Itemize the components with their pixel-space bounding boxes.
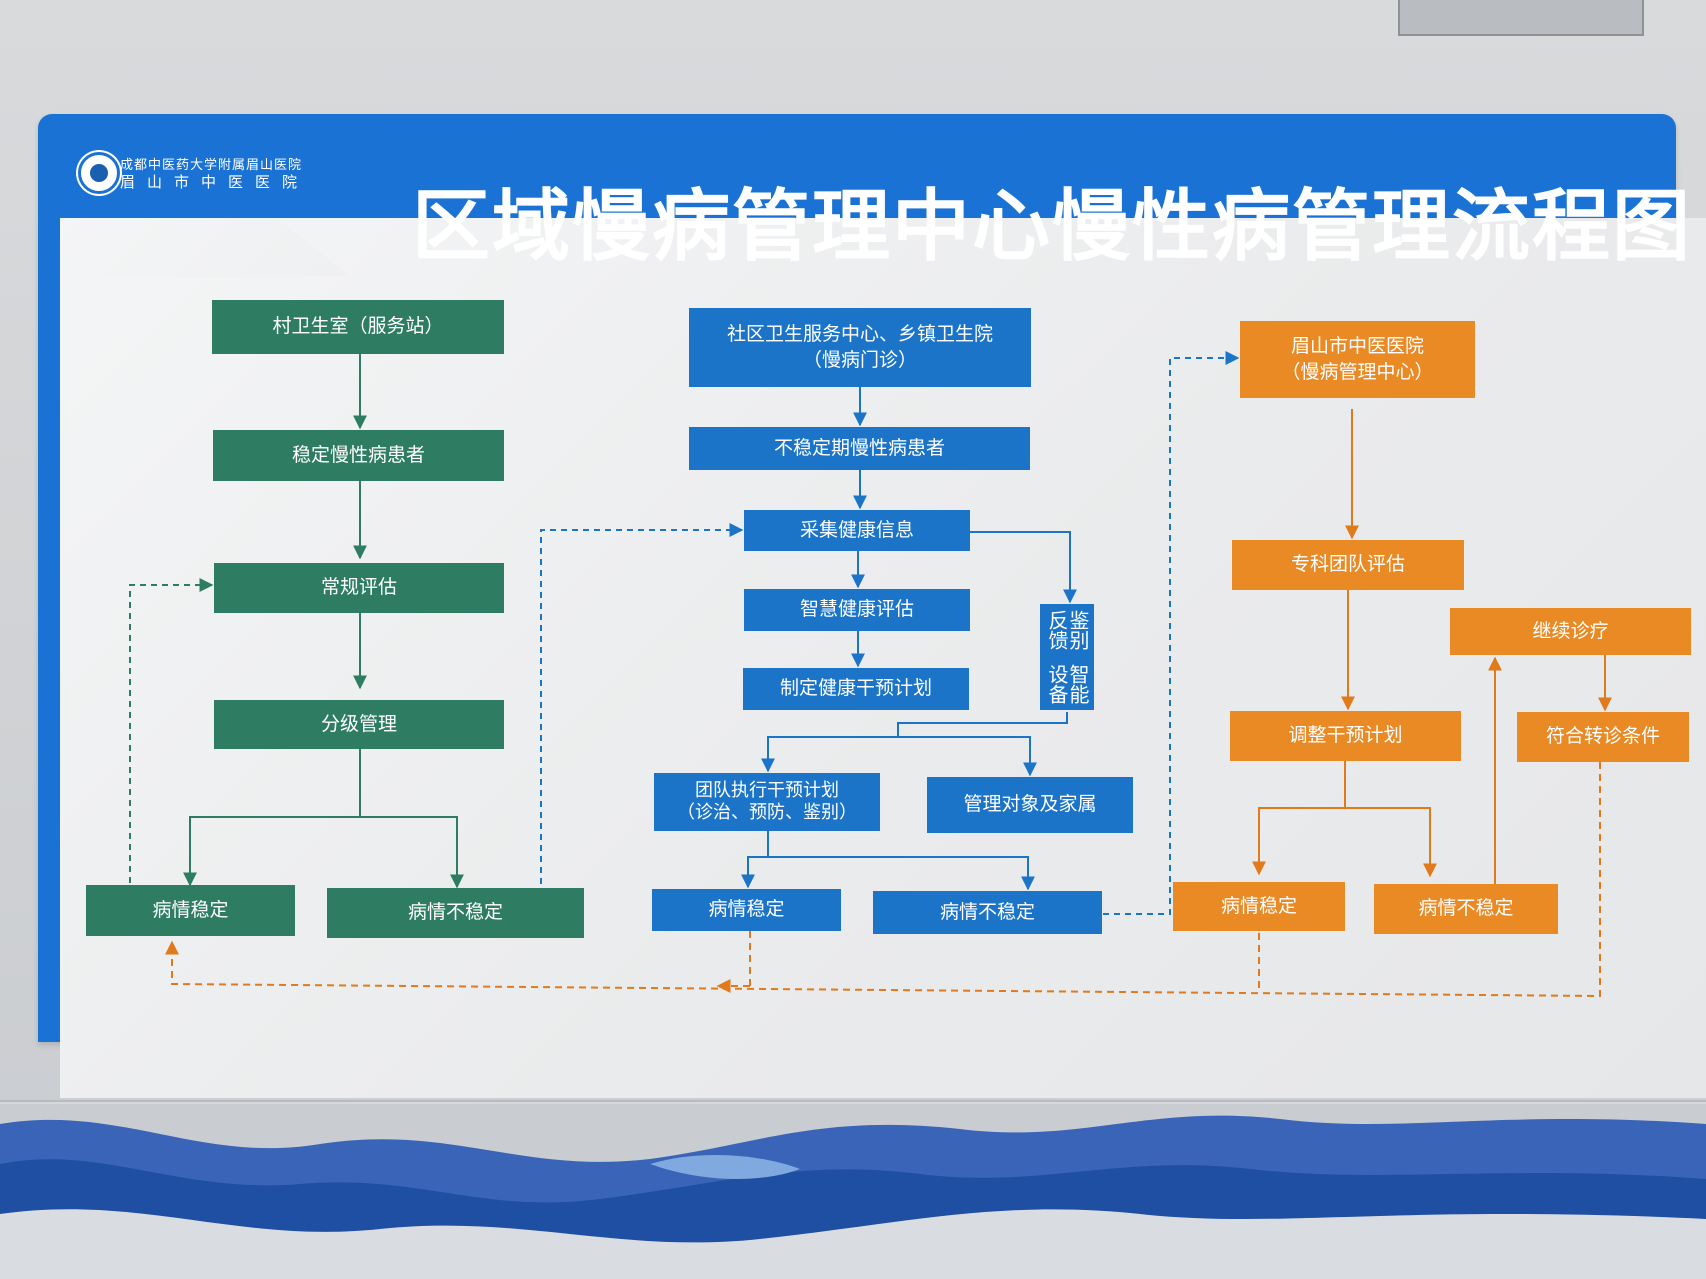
- village-unstable-node: 病情不稳定: [327, 888, 584, 938]
- hospital-continue-treatment-label: 继续诊疗: [1532, 619, 1609, 642]
- community-plan-node: 制定健康干预计划: [743, 668, 969, 710]
- hospital-referral-condition-label: 符合转诊条件: [1545, 725, 1660, 748]
- hospital-continue-treatment-node: 继续诊疗: [1450, 608, 1691, 655]
- community-unstable-patients-node: 不稳定期慢性病患者: [689, 427, 1030, 470]
- community-stable-node: 病情稳定: [652, 889, 841, 931]
- village-stable-label: 病情稳定: [152, 898, 229, 921]
- page-title: 区域慢病管理中心慢性病管理流程图: [412, 182, 1693, 272]
- village-station-node: 村卫生室（服务站）: [212, 300, 504, 354]
- community-collect-info-node: 采集健康信息: [744, 510, 970, 551]
- community-family-node: 管理对象及家属: [927, 777, 1133, 833]
- community-family-label: 管理对象及家属: [963, 793, 1097, 816]
- village-graded-management-label: 分级管理: [320, 712, 397, 735]
- logo-text-line2: 眉山市中医医院: [120, 173, 310, 191]
- wave-decoration: [0, 1104, 1706, 1279]
- arrow-plan-to-family: [898, 736, 1037, 777]
- community-smart-assessment-label: 智慧健康评估: [799, 598, 914, 621]
- hospital-node: 眉山市中医医院 （慢病管理中心）: [1240, 321, 1475, 398]
- village-stable-patients-label: 稳定慢性病患者: [291, 443, 425, 466]
- village-unstable-label: 病情不稳定: [407, 901, 503, 924]
- arrow-unstable-to-hospital: [1103, 351, 1240, 915]
- community-center-label-line2: （慢病门诊）: [802, 348, 917, 371]
- village-station-label: 村卫生室（服务站）: [272, 315, 444, 338]
- community-stable-label: 病情稳定: [708, 898, 785, 921]
- community-team-execute-line1: 团队执行干预计划: [695, 779, 839, 801]
- arrow-adjust-to-unstable: [1345, 807, 1437, 878]
- arrow-stable-back-to-routine: [129, 578, 214, 883]
- community-unstable-node: 病情不稳定: [873, 891, 1102, 934]
- community-team-execute-line2: （诊治、预防、鉴别）: [677, 802, 857, 823]
- village-stable-node: 病情稳定: [86, 885, 295, 936]
- village-graded-management-node: 分级管理: [214, 700, 504, 749]
- hospital-team-assessment-node: 专科团队评估: [1232, 540, 1464, 590]
- arrow-plan-to-team: [761, 712, 1068, 773]
- community-unstable-patients-label: 不稳定期慢性病患者: [773, 436, 945, 459]
- hospital-referral-condition-node: 符合转诊条件: [1517, 712, 1689, 762]
- arrow-graded-to-unstable: [360, 816, 464, 889]
- village-routine-assessment-node: 常规评估: [214, 563, 504, 613]
- community-collect-info-label: 采集健康信息: [799, 518, 914, 541]
- arrow-collect-to-device: [970, 531, 1077, 604]
- community-plan-label: 制定健康干预计划: [779, 677, 932, 700]
- hospital-stable-label: 病情稳定: [1220, 894, 1297, 917]
- arrow-village-unstable-to-collect: [540, 523, 744, 884]
- logo-text-line1: 成都中医药大学附属眉山医院: [120, 158, 303, 173]
- arrow-referral-back-to-village: [165, 762, 1601, 998]
- arrow-adjust-to-stable: [1252, 761, 1346, 876]
- village-stable-patients-node: 稳定慢性病患者: [213, 430, 504, 481]
- hospital-label-line2: （慢病管理中心）: [1281, 360, 1434, 383]
- arrow-team-to-stable: [741, 831, 769, 889]
- hospital-adjust-plan-node: 调整干预计划: [1230, 711, 1461, 761]
- hospital-label-line1: 眉山市中医医院: [1290, 334, 1424, 357]
- community-team-execute-node: 团队执行干预计划 （诊治、预防、鉴别）: [654, 773, 880, 831]
- arrow-team-to-unstable: [768, 856, 1035, 891]
- community-center-label-line1: 社区卫生服务中心、乡镇卫生院: [726, 322, 993, 345]
- hospital-stable-node: 病情稳定: [1173, 882, 1345, 931]
- community-center-node: 社区卫生服务中心、乡镇卫生院 （慢病门诊）: [689, 308, 1031, 387]
- village-routine-assessment-label: 常规评估: [320, 576, 397, 599]
- hospital-unstable-label: 病情不稳定: [1418, 897, 1514, 920]
- hospital-logo-icon: [78, 152, 120, 194]
- arrow-graded-to-stable: [183, 749, 361, 887]
- smart-device-label: 智能设备: [1045, 664, 1090, 704]
- community-smart-assessment-node: 智慧健康评估: [744, 589, 970, 631]
- hospital-team-assessment-label: 专科团队评估: [1290, 553, 1405, 576]
- hospital-adjust-plan-label: 调整干预计划: [1288, 724, 1403, 747]
- community-unstable-label: 病情不稳定: [939, 900, 1035, 923]
- wall-plate: [1398, 0, 1644, 36]
- community-smart-device-node: 智能设备 鉴别反馈: [1040, 604, 1094, 710]
- identify-feedback-label: 鉴别反馈: [1045, 610, 1090, 650]
- hospital-unstable-node: 病情不稳定: [1374, 884, 1558, 934]
